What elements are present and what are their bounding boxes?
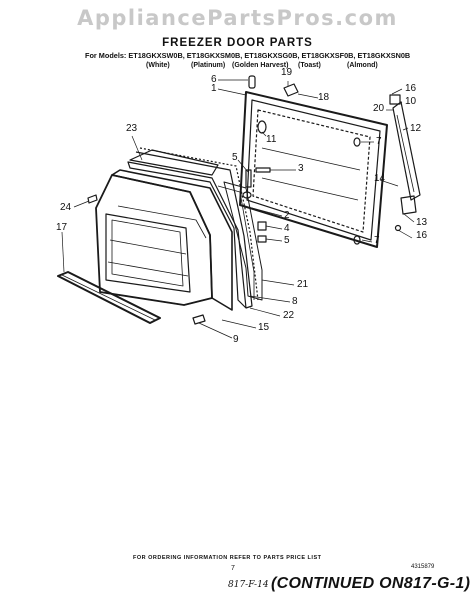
callout-7-upper: 7 (376, 136, 382, 147)
door-frame (239, 91, 388, 248)
callout-23: 23 (126, 123, 138, 134)
callout-18: 18 (318, 92, 330, 103)
color-toast: (Toast) (298, 62, 321, 69)
color-golden-harvest: (Golden Harvest) (232, 62, 289, 69)
hinge-arm (389, 94, 421, 232)
callout-6: 6 (211, 74, 217, 85)
color-platinum: (Platinum) (191, 62, 226, 69)
handwritten-note: 817-F-14 (228, 580, 269, 590)
callout-8: 8 (292, 296, 298, 307)
callout-5-upper: 5 (232, 152, 238, 163)
continued-note: (CONTINUED ON817-G-1) (271, 575, 471, 592)
callout-11: 11 (266, 134, 277, 145)
callout-14: 14 (374, 173, 386, 184)
page-title: FREEZER DOOR PARTS (162, 37, 313, 49)
page-number: 7 (231, 565, 235, 572)
callout-20: 20 (373, 103, 385, 114)
callout-16-bottom: 16 (416, 230, 428, 241)
callout-19: 19 (281, 67, 293, 78)
hardware (87, 75, 361, 325)
callout-24: 24 (60, 202, 72, 213)
callout-21: 21 (297, 279, 309, 290)
callout-10: 10 (405, 96, 417, 107)
callout-1: 1 (211, 83, 217, 94)
color-white: (White) (146, 62, 170, 69)
callout-13: 13 (416, 217, 428, 228)
callout-2: 2 (284, 210, 290, 221)
callout-16-top: 16 (405, 83, 417, 94)
document-number: 4315879 (411, 564, 435, 570)
leader-lines (61, 79, 415, 339)
callout-12: 12 (410, 123, 422, 134)
callout-22: 22 (283, 310, 295, 321)
callout-4: 4 (284, 223, 290, 234)
callout-15: 15 (258, 322, 270, 333)
watermark-text: AppliancePartsPros.com (77, 6, 398, 30)
callout-17: 17 (56, 222, 68, 233)
models-line: For Models: ET18GKXSW0B, ET18GKXSM0B, ET… (85, 51, 411, 60)
callout-7-lower: 7 (374, 235, 380, 246)
bottom-trim-bar (57, 271, 161, 324)
gasket (217, 181, 263, 301)
door-panel (127, 147, 259, 309)
ordering-info-note: FOR ORDERING INFORMATION REFER TO PARTS … (133, 555, 322, 561)
color-almond: (Almond) (347, 62, 378, 69)
callout-5-lower: 5 (284, 235, 290, 246)
callout-9: 9 (233, 334, 239, 345)
door-outer (95, 169, 233, 311)
callout-3: 3 (298, 163, 304, 174)
